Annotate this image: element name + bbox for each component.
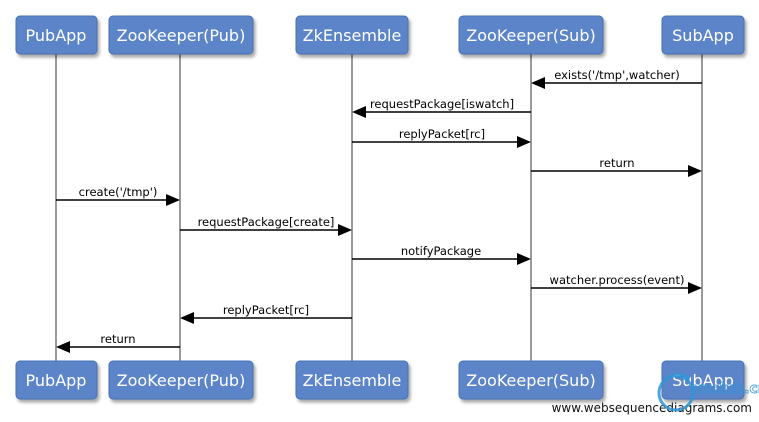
actor-zkensemble-top: ZkEnsemble (295, 15, 409, 55)
actor-label: ZkEnsemble (303, 371, 402, 390)
message-label: return (100, 332, 135, 346)
actors-bottom: PubApp ZooKeeper(Pub) ZkEnsemble ZooKeep… (15, 360, 745, 400)
arrowhead (352, 106, 366, 118)
actor-label: ZooKeeper(Pub) (117, 371, 246, 390)
messages: exists('/tmp',watcher) requestPackage[is… (56, 68, 702, 353)
actor-label: PubApp (26, 26, 87, 45)
watermark-logo: vxclub.cn (657, 373, 759, 412)
actor-label: ZooKeeper(Sub) (466, 371, 595, 390)
message-label: create('/tmp') (79, 185, 158, 199)
message-label: exists('/tmp',watcher) (554, 68, 680, 82)
arrowhead (166, 194, 180, 206)
actor-zookeeper-sub-bottom: ZooKeeper(Sub) (458, 360, 604, 400)
message-request-package-iswatch: requestPackage[iswatch] (352, 97, 531, 118)
actor-label: PubApp (26, 371, 87, 390)
actor-label: ZkEnsemble (303, 26, 402, 45)
actor-zookeeper-pub-bottom: ZooKeeper(Pub) (108, 360, 254, 400)
arrowhead (517, 136, 531, 148)
message-reply-packet-rc-2: replyPacket[rc] (180, 303, 352, 324)
actor-label: ZooKeeper(Pub) (117, 26, 246, 45)
message-label: return (599, 156, 634, 170)
message-reply-packet-rc-1: replyPacket[rc] (352, 127, 531, 148)
arrowhead (531, 77, 545, 89)
message-watcher-process-event: watcher.process(event) (531, 273, 702, 294)
actor-label: SubApp (672, 26, 734, 45)
watermark-swoosh-icon (663, 373, 691, 381)
lifelines (55, 54, 703, 362)
message-return-1: return (531, 156, 702, 177)
message-label: requestPackage[create] (198, 215, 335, 229)
actor-zookeeper-sub-top: ZooKeeper(Sub) (458, 15, 604, 55)
actor-pubapp-top: PubApp (15, 15, 98, 55)
message-notify-package: notifyPackage (352, 244, 531, 265)
actor-label: ZooKeeper(Sub) (466, 26, 595, 45)
arrowhead (688, 282, 702, 294)
message-exists-tmp-watcher: exists('/tmp',watcher) (531, 68, 702, 89)
actor-pubapp-bottom: PubApp (15, 360, 98, 400)
message-label: requestPackage[iswatch] (370, 97, 514, 111)
actor-zkensemble-bottom: ZkEnsemble (295, 360, 409, 400)
message-label: notifyPackage (401, 244, 481, 258)
message-label: watcher.process(event) (550, 273, 685, 287)
arrowhead (338, 224, 352, 236)
actor-subapp-top: SubApp (661, 15, 745, 55)
actor-zookeeper-pub-top: ZooKeeper(Pub) (108, 15, 254, 55)
message-label: replyPacket[rc] (399, 127, 485, 141)
watermark-ring-icon (657, 374, 695, 412)
message-label: replyPacket[rc] (223, 303, 309, 317)
arrowhead (56, 341, 70, 353)
arrowhead (688, 165, 702, 177)
message-return-2: return (56, 332, 180, 353)
actors-top: PubApp ZooKeeper(Pub) ZkEnsemble ZooKeep… (15, 15, 745, 55)
watermark-text: vxclub.cn (693, 381, 759, 397)
message-create-tmp: create('/tmp') (56, 185, 180, 206)
message-request-package-create: requestPackage[create] (180, 215, 352, 236)
arrowhead (517, 253, 531, 265)
arrowhead (180, 312, 194, 324)
footer-credit: www.websequencediagrams.com (552, 401, 752, 415)
